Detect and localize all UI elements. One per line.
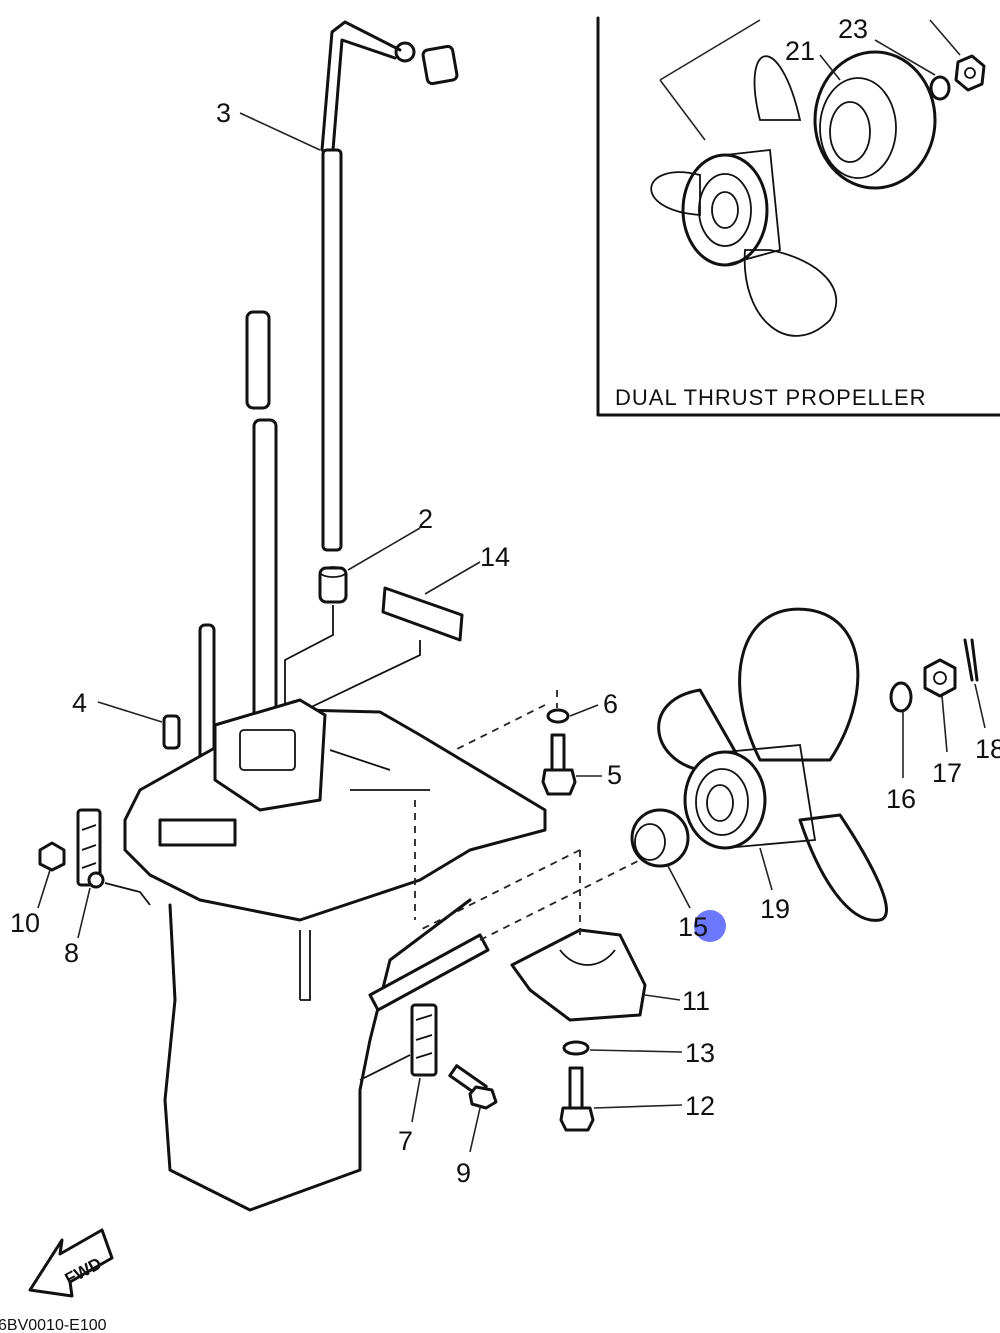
inset-thrust-hub [813, 50, 937, 190]
callout-3: 3 [216, 98, 231, 128]
part-nut-17 [923, 658, 957, 698]
inset-propeller [650, 55, 837, 337]
part-collar [318, 566, 348, 604]
part-propeller-19 [657, 607, 888, 922]
callout-17: 17 [932, 758, 962, 788]
callout-2: 2 [418, 504, 433, 534]
inset-caption: DUAL THRUST PROPELLER [615, 385, 927, 410]
callout-14: 14 [480, 542, 510, 572]
callout-13: 13 [685, 1038, 715, 1068]
callout-10: 10 [10, 908, 40, 938]
inset-nut [954, 54, 986, 92]
part-bolt-5 [541, 733, 577, 796]
callout-7: 7 [398, 1126, 413, 1156]
callout-21: 21 [785, 36, 815, 66]
callout-19: 19 [760, 894, 790, 924]
part-anode-8 [76, 808, 105, 889]
part-cotter-pin-18 [963, 638, 979, 682]
part-shift-rod [320, 20, 459, 552]
diagram-code: 6BV0010-E100 [0, 1317, 107, 1333]
water-pump-base [213, 698, 327, 812]
callout-5: 5 [607, 760, 622, 790]
callout-23: 23 [838, 14, 868, 44]
dual-thrust-propeller-inset: DUAL THRUST PROPELLER 21 23 [596, 14, 1000, 417]
part-key [381, 586, 464, 642]
callout-15[interactable]: 15 [678, 912, 708, 942]
part-spacer-15 [630, 808, 690, 868]
part-dowel-pin [162, 714, 181, 750]
part-bolt-12 [559, 1066, 595, 1132]
part-drive-shaft [245, 310, 278, 722]
callout-6: 6 [603, 689, 618, 719]
callout-12: 12 [685, 1091, 715, 1121]
part-bolt-9 [448, 1064, 498, 1110]
inset-frame [596, 16, 1000, 417]
inset-washer [929, 75, 951, 101]
callout-4: 4 [72, 688, 87, 718]
part-propeller-shaft [368, 859, 641, 1012]
part-anode-7 [410, 1003, 438, 1077]
fwd-direction-arrow: FWD [28, 1228, 114, 1298]
callout-16: 16 [886, 784, 916, 814]
callout-11: 11 [682, 986, 710, 1016]
part-washer-16 [889, 681, 913, 713]
part-trim-plate [510, 928, 647, 1022]
part-washer-6 [546, 708, 570, 724]
grommet [421, 44, 459, 86]
part-lower-casing [123, 698, 547, 1212]
callout-8: 8 [64, 938, 79, 968]
part-washer-13 [562, 1040, 590, 1056]
callout-9: 9 [456, 1158, 471, 1188]
highlight-marker[interactable] [694, 910, 726, 942]
part-nut-10 [38, 841, 66, 872]
callout-18: 18 [975, 734, 1000, 764]
